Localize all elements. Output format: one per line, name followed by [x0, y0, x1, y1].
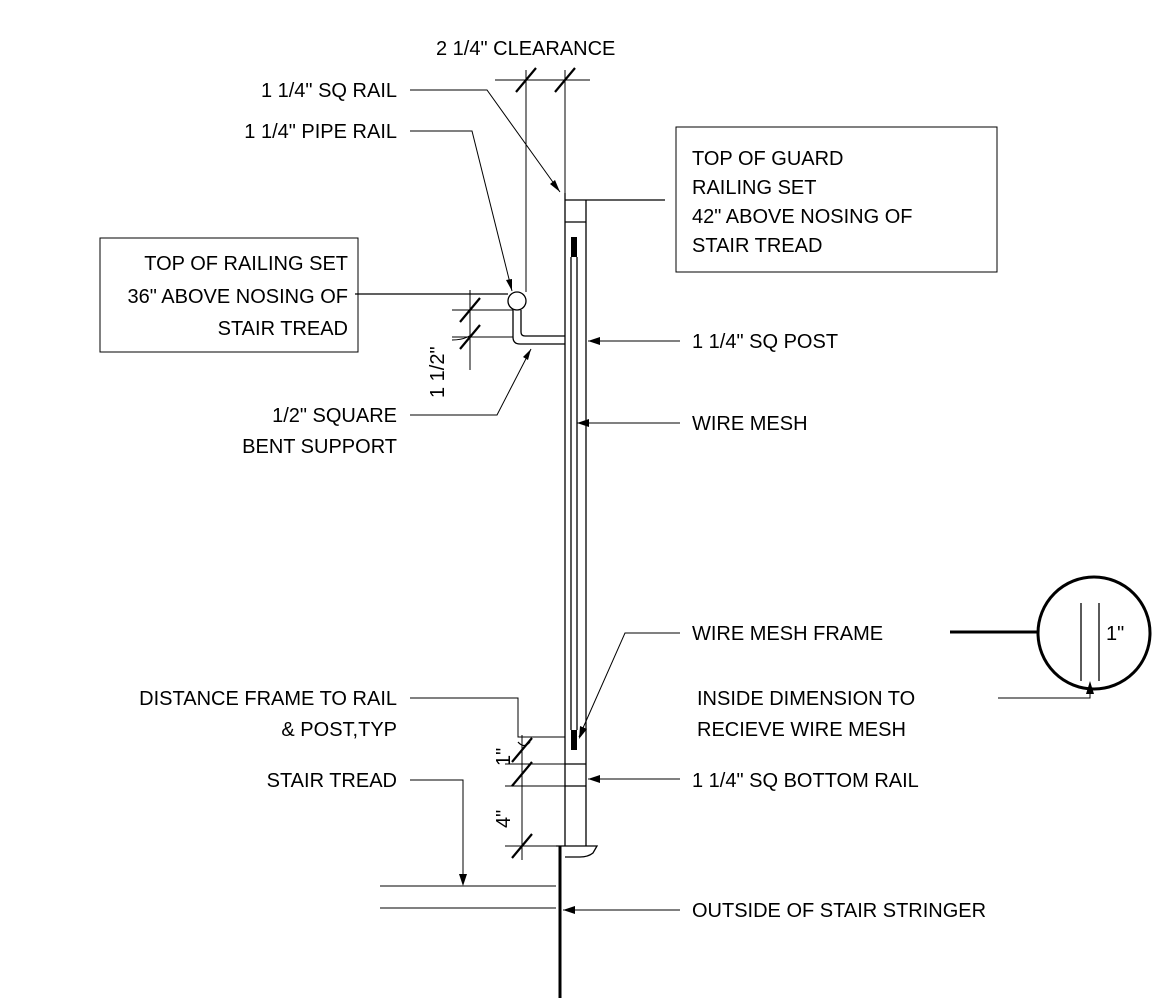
- bottom-rail-arrow: [588, 775, 600, 783]
- sq-rail-arrow: [550, 180, 560, 192]
- left-leaders: 1 1/4" SQ RAIL 1 1/4" PIPE RAIL TOP OF R…: [99, 80, 565, 886]
- clearance-tick-right: [554, 67, 576, 93]
- sq-post-label: 1 1/4" SQ POST: [692, 331, 838, 353]
- distance-frame-line-1: DISTANCE FRAME TO RAIL: [139, 688, 397, 710]
- guard-top-line-3: 42" ABOVE NOSING OF: [692, 206, 913, 228]
- sq-rail-leader: [410, 89, 561, 193]
- dim-1-1-2-tick-bottom: [459, 324, 481, 350]
- pipe-rail-leader: [410, 130, 513, 292]
- dim-1-tick-top: [511, 737, 533, 763]
- inside-dimension-line-1: INSIDE DIMENSION TO: [697, 688, 915, 710]
- dim-4-tick-bottom: [511, 833, 533, 859]
- wire-mesh-arrow: [577, 419, 589, 427]
- post-and-rail-geometry: [355, 193, 665, 998]
- clearance-dimension: 2 1/4" CLEARANCE: [436, 38, 615, 292]
- detail-arrow: [1086, 681, 1094, 694]
- dim-1-label: 1": [493, 748, 515, 766]
- dim-1-tick-bottom: [511, 761, 533, 787]
- mesh-frame-top-cap: [571, 237, 577, 257]
- detail-circle: [1036, 575, 1152, 691]
- sq-rail-label: 1 1/4" SQ RAIL: [261, 80, 397, 102]
- bent-support-line-1: 1/2" SQUARE: [272, 405, 397, 427]
- railing-top-line-1: TOP OF RAILING SET: [144, 253, 348, 275]
- dim-4-label: 4": [493, 810, 515, 828]
- stair-tread-nosing: [556, 845, 599, 858]
- wire-mesh-label: WIRE MESH: [692, 413, 808, 435]
- stringer-label: OUTSIDE OF STAIR STRINGER: [692, 900, 986, 922]
- railing-top-line-3: STAIR TREAD: [218, 318, 348, 340]
- bent-support-leader: [410, 348, 532, 416]
- sq-post-arrow: [588, 337, 600, 345]
- clearance-tick-left: [515, 67, 537, 93]
- wire-mesh-frame-arrow: [579, 726, 587, 739]
- guard-top-box: [675, 126, 998, 273]
- bent-support-inner: [520, 310, 565, 337]
- mesh-frame-bottom-cap: [571, 730, 577, 750]
- distance-frame-leader: [410, 697, 565, 738]
- stringer-arrow: [563, 906, 575, 914]
- guard-top-line-2: RAILING SET: [692, 177, 816, 199]
- dim-1-1-2-tick-top: [459, 297, 481, 323]
- distance-frame-line-2: & POST,TYP: [281, 719, 397, 741]
- dim-1-1-2-label: 1 1/2": [427, 346, 449, 398]
- pipe-rail-label: 1 1/4" PIPE RAIL: [244, 121, 397, 143]
- stair-tread-arrow: [459, 874, 467, 886]
- pipe-rail-circle: [507, 291, 527, 311]
- wire-mesh-frame-label: WIRE MESH FRAME: [692, 623, 883, 645]
- guard-top-line-4: STAIR TREAD: [692, 235, 822, 257]
- detail-dim-label: 1": [1106, 623, 1124, 645]
- bent-support-arrow: [523, 349, 531, 360]
- inside-dimension-leader: [998, 690, 1091, 699]
- stair-tread-leader: [410, 779, 464, 884]
- inside-dimension-line-2: RECIEVE WIRE MESH: [697, 719, 906, 741]
- railing-top-line-2: 36" ABOVE NOSING OF: [128, 286, 349, 308]
- clearance-label: 2 1/4" CLEARANCE: [436, 38, 615, 60]
- bent-support-line-2: BENT SUPPORT: [242, 436, 397, 458]
- stair-tread-label: STAIR TREAD: [267, 770, 397, 792]
- pipe-rail-arrow: [506, 279, 512, 291]
- wire-mesh-frame-leader: [578, 632, 680, 738]
- right-leaders: TOP OF GUARD RAILING SET 42" ABOVE NOSIN…: [563, 126, 1152, 922]
- guard-top-line-1: TOP OF GUARD: [692, 148, 844, 170]
- bottom-rail-label: 1 1/4" SQ BOTTOM RAIL: [692, 770, 919, 792]
- railing-top-box: [99, 237, 359, 353]
- dim-1-1-2-leader: [451, 327, 479, 341]
